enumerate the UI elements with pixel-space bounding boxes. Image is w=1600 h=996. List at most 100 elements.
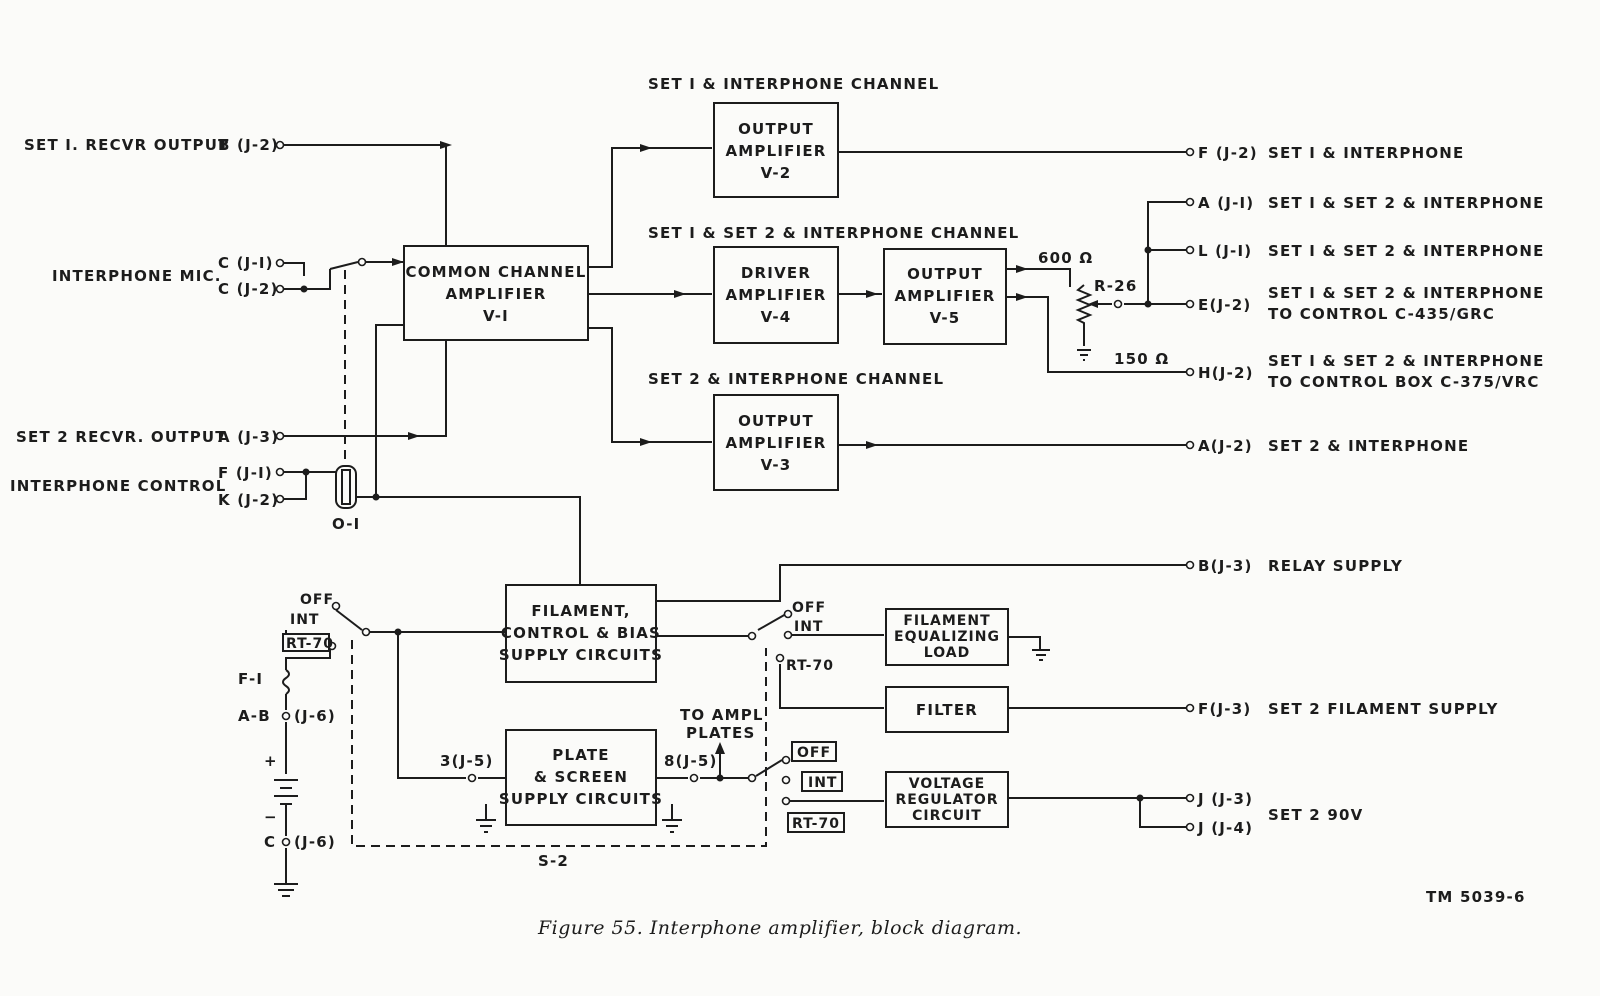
plate-switch-off-box bbox=[791, 741, 837, 762]
out-f-j2: F (J-2) bbox=[1198, 144, 1258, 162]
tm-number: TM 5039-6 bbox=[1426, 888, 1526, 906]
v5-line1: OUTPUT bbox=[907, 265, 983, 283]
out-l-j1: L (J-I) bbox=[1198, 242, 1252, 260]
left-switch-off: OFF bbox=[300, 592, 334, 608]
plate-switch-int: INT bbox=[808, 775, 837, 791]
v2-line2: AMPLIFIER bbox=[725, 142, 826, 160]
fil-line1: FILAMENT, bbox=[531, 602, 630, 620]
c-label: C bbox=[264, 833, 276, 851]
out-h-j2-desc2: TO CONTROL BOX C-375/VRC bbox=[1268, 373, 1540, 391]
out-a-j2-desc: SET 2 & INTERPHONE bbox=[1268, 437, 1469, 455]
input-set1-pin: B (J-2) bbox=[218, 136, 279, 154]
relay-label: O-I bbox=[332, 515, 360, 533]
input-set2-pin: A (J-3) bbox=[218, 428, 279, 446]
block-output-v2: OUTPUT AMPLIFIER V-2 bbox=[713, 102, 839, 198]
out-b-j3: B(J-3) bbox=[1198, 557, 1253, 575]
channel-label-set12: SET I & SET 2 & INTERPHONE CHANNEL bbox=[648, 224, 1019, 242]
plate-switch-rt70-box bbox=[787, 812, 845, 833]
ohm150-label: 150 Ω bbox=[1114, 350, 1169, 368]
load-line2: EQUALIZING bbox=[894, 629, 1000, 645]
filter-label: FILTER bbox=[916, 701, 978, 719]
block-filter: FILTER bbox=[885, 686, 1009, 733]
wiring bbox=[274, 141, 1186, 897]
v5-line2: AMPLIFIER bbox=[894, 287, 995, 305]
input-control-pin2: K (J-2) bbox=[218, 491, 279, 509]
out-j-j3: J (J-3) bbox=[1197, 790, 1253, 808]
v2-line3: V-2 bbox=[761, 164, 792, 182]
input-control: INTERPHONE CONTROL bbox=[10, 477, 227, 495]
fil-line2: CONTROL & BIAS bbox=[501, 624, 661, 642]
common-line2: AMPLIFIER bbox=[445, 285, 546, 303]
right-switch-off: OFF bbox=[792, 600, 826, 616]
v3-line3: V-3 bbox=[761, 456, 792, 474]
out-a-j1-desc: SET I & SET 2 & INTERPHONE bbox=[1268, 194, 1545, 212]
ohm600-label: 600 Ω bbox=[1038, 249, 1093, 267]
out-h-j2-desc1: SET I & SET 2 & INTERPHONE bbox=[1268, 352, 1545, 370]
block-driver-v4: DRIVER AMPLIFIER V-4 bbox=[713, 246, 839, 344]
block-output-v3: OUTPUT AMPLIFIER V-3 bbox=[713, 394, 839, 491]
right-switch-int: INT bbox=[794, 619, 823, 635]
figure-caption: Figure 55. Interphone amplifier, block d… bbox=[537, 917, 1022, 939]
plates-label: PLATES bbox=[686, 724, 755, 742]
s2-label: S-2 bbox=[538, 852, 569, 870]
vreg-line3: CIRCUIT bbox=[912, 808, 982, 824]
plate-switch-int-box bbox=[801, 771, 843, 792]
input-set2-recvr: SET 2 RECVR. OUTPUT bbox=[16, 428, 227, 446]
right-switch-rt70: RT-70 bbox=[786, 658, 834, 674]
v2-line1: OUTPUT bbox=[738, 120, 814, 138]
left-switch-int: INT bbox=[290, 612, 319, 628]
input-mic: INTERPHONE MIC. bbox=[52, 267, 222, 285]
plate-switch-off: OFF bbox=[797, 745, 831, 761]
plate-line2: & SCREEN bbox=[534, 768, 628, 786]
input-mic-pin2: C (J-2) bbox=[218, 280, 279, 298]
block-output-v5: OUTPUT AMPLIFIER V-5 bbox=[883, 248, 1007, 345]
c-pin: (J-6) bbox=[294, 833, 336, 851]
block-plate-supply: PLATE & SCREEN SUPPLY CIRCUITS bbox=[499, 729, 663, 826]
load-line3: LOAD bbox=[924, 645, 970, 661]
v3-line2: AMPLIFIER bbox=[725, 434, 826, 452]
fil-line3: SUPPLY CIRCUITS bbox=[499, 646, 663, 664]
v4-line1: DRIVER bbox=[741, 264, 811, 282]
v4-line2: AMPLIFIER bbox=[725, 286, 826, 304]
out-e-j2: E(J-2) bbox=[1198, 296, 1251, 314]
out-f-j3: F(J-3) bbox=[1198, 700, 1251, 718]
input-control-pin1: F (J-I) bbox=[218, 464, 273, 482]
junctions bbox=[275, 140, 1195, 847]
battery-plus: + bbox=[264, 752, 278, 770]
out-h-j2: H(J-2) bbox=[1198, 364, 1254, 382]
plate-line3: SUPPLY CIRCUITS bbox=[499, 790, 663, 808]
ab-label: A-B bbox=[238, 707, 271, 725]
v3-line1: OUTPUT bbox=[738, 412, 814, 430]
out-a-j1: A (J-I) bbox=[1198, 194, 1254, 212]
to-ampl-label: TO AMPL bbox=[680, 706, 764, 724]
out-e-j2-desc2: TO CONTROL C-435/GRC bbox=[1268, 305, 1495, 323]
v5-line3: V-5 bbox=[930, 309, 961, 327]
block-common-amplifier: COMMON CHANNEL AMPLIFIER V-I bbox=[403, 245, 589, 341]
fuse-label: F-I bbox=[238, 670, 263, 688]
out-a-j2: A(J-2) bbox=[1198, 437, 1253, 455]
left-switch-rt70: RT-70 bbox=[286, 636, 334, 652]
out-f-j3-desc: SET 2 FILAMENT SUPPLY bbox=[1268, 700, 1499, 718]
block-voltage-regulator: VOLTAGE REGULATOR CIRCUIT bbox=[885, 771, 1009, 828]
common-line3: V-I bbox=[483, 307, 509, 325]
out-j-desc: SET 2 90V bbox=[1268, 806, 1363, 824]
input-set1-recvr: SET I. RECVR OUTPUT bbox=[24, 136, 230, 154]
plate-line1: PLATE bbox=[552, 746, 609, 764]
v4-line3: V-4 bbox=[761, 308, 792, 326]
block-filament-supply: FILAMENT, CONTROL & BIAS SUPPLY CIRCUITS bbox=[499, 584, 663, 683]
pin-3j5: 3(J-5) bbox=[440, 752, 494, 770]
out-e-j2-desc1: SET I & SET 2 & INTERPHONE bbox=[1268, 284, 1545, 302]
out-b-j3-desc: RELAY SUPPLY bbox=[1268, 557, 1403, 575]
input-mic-pin1: C (J-I) bbox=[218, 254, 274, 272]
load-line1: FILAMENT bbox=[903, 613, 990, 629]
plate-switch-rt70: RT-70 bbox=[792, 816, 840, 832]
pin-8j5: 8(J-5) bbox=[664, 752, 718, 770]
out-j-j4: J (J-4) bbox=[1197, 819, 1253, 837]
out-f-j2-desc: SET I & INTERPHONE bbox=[1268, 144, 1464, 162]
ab-pin: (J-6) bbox=[294, 707, 336, 725]
r26-label: R-26 bbox=[1094, 277, 1137, 295]
vreg-line2: REGULATOR bbox=[895, 792, 998, 808]
channel-label-set1: SET I & INTERPHONE CHANNEL bbox=[648, 75, 939, 93]
out-l-j1-desc: SET I & SET 2 & INTERPHONE bbox=[1268, 242, 1545, 260]
